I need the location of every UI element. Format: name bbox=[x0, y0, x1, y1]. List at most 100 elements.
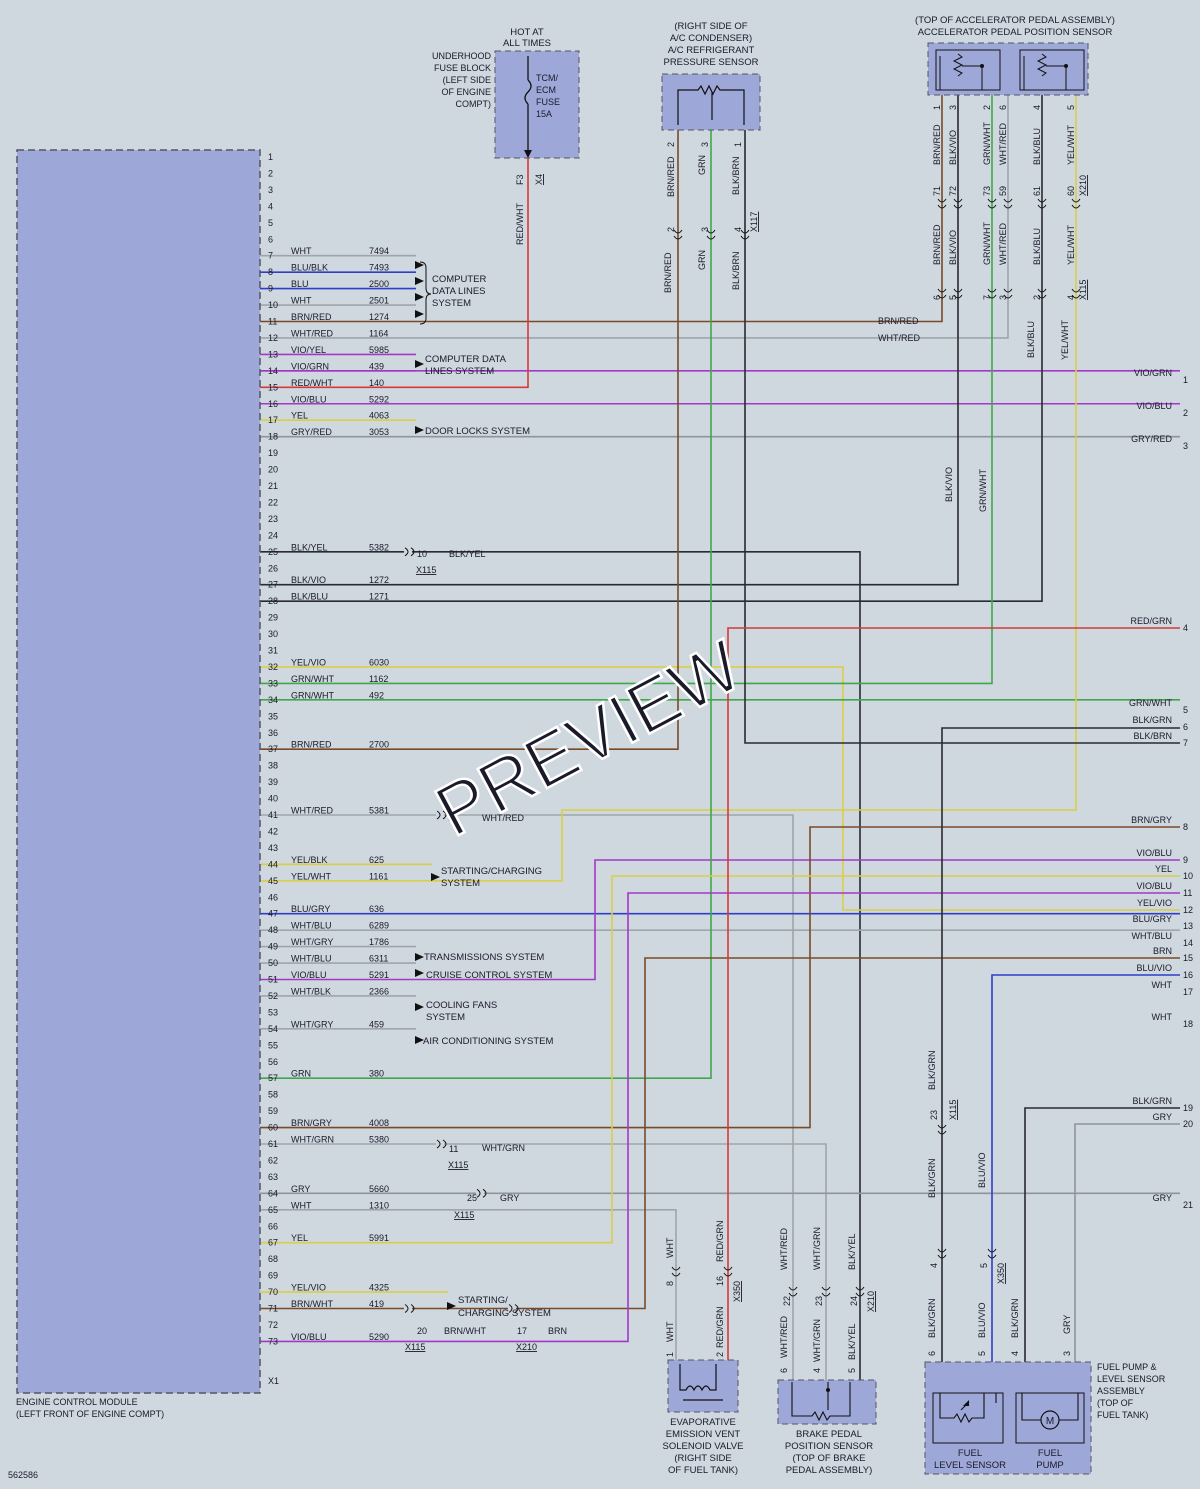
fuel-pin-3: 3 bbox=[1062, 1351, 1072, 1356]
inline-connector-icon bbox=[987, 288, 997, 299]
pin41-wire-right: WHT/RED bbox=[482, 813, 524, 823]
inline-connectors: 10 X115 BLK/YEL 9 WHT/RED 11 X115 WHT/GR… bbox=[405, 316, 1070, 1352]
arrow-icon bbox=[415, 360, 424, 368]
ecm-pin-number: 42 bbox=[268, 826, 278, 836]
arrow-icon bbox=[415, 277, 424, 285]
ecm-pin-number: 65 bbox=[268, 1205, 278, 1215]
right-exit-number: 5 bbox=[1183, 705, 1188, 715]
pedal-blk-vio-label: BLK/VIO bbox=[944, 467, 954, 502]
arrow-icon bbox=[415, 310, 424, 318]
ecm-wire-color: GRN/WHT bbox=[291, 674, 334, 684]
arrow-icon bbox=[524, 150, 532, 158]
ecm-pin-number: 41 bbox=[268, 810, 278, 820]
app-title-1: (TOP OF ACCELERATOR PEDAL ASSEMBLY) bbox=[915, 15, 1115, 26]
ecm-wire-color: YEL bbox=[291, 411, 308, 421]
ecm-pin-number: 71 bbox=[268, 1304, 278, 1314]
ecm-wire-color: WHT/GRY bbox=[291, 1019, 333, 1029]
ecm-pin-number: 59 bbox=[268, 1106, 278, 1116]
fuse-location-1: UNDERHOOD bbox=[432, 51, 492, 61]
ecm-wire-pin-65 bbox=[260, 1209, 677, 1360]
evap-pin-2: 2 bbox=[715, 1352, 725, 1357]
x115-pin-11: 11 bbox=[449, 1144, 458, 1154]
brake-wire-top-3: BLK/YEL bbox=[847, 1233, 857, 1270]
arrow-icon bbox=[447, 1302, 456, 1310]
ecm-circuit-number: 380 bbox=[369, 1069, 384, 1079]
ecm-wire-color: VIO/BLU bbox=[291, 1332, 327, 1342]
inline-connector-icon bbox=[953, 288, 963, 299]
ecm-wire-color: BLK/VIO bbox=[291, 575, 326, 585]
brake-wire-top-1: WHT/RED bbox=[779, 1228, 789, 1270]
brake-pin-6: 6 bbox=[779, 1368, 789, 1373]
app-x115-pin: 7 bbox=[982, 295, 992, 300]
ecm-pin-number: 48 bbox=[268, 925, 278, 935]
ecm-wire-pin-11 bbox=[260, 95, 943, 323]
app-pin: 3 bbox=[948, 105, 958, 110]
ecm-pin-number: 63 bbox=[268, 1172, 278, 1182]
ac-wire-4: BRN/RED bbox=[663, 252, 673, 293]
right-exit-number: 12 bbox=[1183, 905, 1193, 915]
ecm-circuit-number: 6289 bbox=[369, 921, 389, 931]
fuse-wire-label: RED/WHT bbox=[515, 203, 525, 245]
x115-label-64: X115 bbox=[454, 1210, 474, 1220]
ecm-wire-color: WHT/BLU bbox=[291, 954, 332, 964]
arrow-icon bbox=[415, 293, 424, 301]
ecm-wire-color: YEL/BLK bbox=[291, 855, 328, 865]
ecm-pin-number: 72 bbox=[268, 1320, 278, 1330]
app-wire: BLK/BLU bbox=[1032, 128, 1042, 165]
right-exit-number: 6 bbox=[1183, 722, 1188, 732]
fuse-location-2: FUSE BLOCK bbox=[434, 63, 491, 73]
ecm-wire-color: VIO/BLU bbox=[291, 394, 327, 404]
fuse-header-2: ALL TIMES bbox=[503, 38, 551, 49]
inline-connector-icon bbox=[937, 1124, 947, 1135]
ecm-pin-number: 57 bbox=[268, 1073, 278, 1083]
fuse-connector: X4 bbox=[534, 174, 544, 185]
brake-x210-pin-b: 23 bbox=[814, 1296, 824, 1306]
fuel-pin-5: 5 bbox=[977, 1351, 987, 1356]
ecm-pin-number: 45 bbox=[268, 876, 278, 886]
right-exit-number: 19 bbox=[1183, 1103, 1193, 1113]
ecm-wire-pin-27 bbox=[260, 95, 959, 586]
pedal-yel-wht-label: YEL/WHT bbox=[1060, 319, 1070, 360]
right-exit-wire: BLK/GRN bbox=[1132, 1096, 1172, 1106]
ecm-circuit-number: 1310 bbox=[369, 1200, 389, 1210]
right-exit-wire: BLK/BRN bbox=[1133, 731, 1172, 741]
right-exit-number: 17 bbox=[1183, 987, 1193, 997]
inline-connector-icon bbox=[476, 1188, 487, 1198]
fuse-name-3: FUSE bbox=[536, 97, 560, 107]
right-exit-wire: BLU/VIO bbox=[1136, 963, 1172, 973]
ecm-circuit-number: 6311 bbox=[369, 954, 388, 964]
evap-title-3: SOLENOID VALVE bbox=[663, 1441, 744, 1452]
right-exit-layer: VIO/GRN1VIO/BLU2GRY/RED3RED/GRN4GRN/WHT5… bbox=[1129, 368, 1193, 1210]
evap-wire-top-1: WHT bbox=[665, 1237, 675, 1258]
arrow-icon bbox=[415, 1036, 424, 1044]
fuse-location-4: OF ENGINE bbox=[441, 87, 491, 97]
ecm-wire-color: BLU/GRY bbox=[291, 904, 330, 914]
ecm-circuit-number: 3053 bbox=[369, 427, 389, 437]
ecm-pin-number: 2 bbox=[268, 168, 273, 178]
ecm-wire-color: WHT/GRY bbox=[291, 937, 333, 947]
ecm-circuit-number: 1162 bbox=[369, 674, 388, 684]
ac-pressure-sensor: (RIGHT SIDE OF A/C CONDENSER) A/C REFRIG… bbox=[661, 21, 761, 293]
x115-pin-20: 20 bbox=[417, 1326, 427, 1336]
fuel-x350-pin-a: 4 bbox=[929, 1263, 939, 1268]
ecm-circuit-number: 5382 bbox=[369, 542, 389, 552]
fuel-x350-pin-b: 5 bbox=[979, 1263, 989, 1268]
inline-connector-icon bbox=[1071, 288, 1081, 299]
fuel-title-2: LEVEL SENSOR bbox=[1097, 1374, 1166, 1384]
ecm-circuit-number: 459 bbox=[369, 1019, 384, 1029]
ecm-wire-color: YEL/VIO bbox=[291, 1283, 326, 1293]
ecm-circuit-number: 7493 bbox=[369, 263, 389, 273]
fuse-location-5: COMPT) bbox=[456, 99, 492, 109]
pedal-brn-red-label: BRN/RED bbox=[878, 316, 919, 326]
right-exit-wire: GRY/RED bbox=[1131, 434, 1172, 444]
ecm-wire-color: GRN/WHT bbox=[291, 690, 334, 700]
system-transmissions: TRANSMISSIONS SYSTEM bbox=[424, 952, 544, 963]
fuel-x115-label: X115 bbox=[948, 1100, 958, 1120]
ecm-pin-number: 39 bbox=[268, 777, 278, 787]
inline-connector-icon bbox=[1003, 198, 1013, 209]
ecm-circuit-number: 4063 bbox=[369, 411, 389, 421]
ecm-wire-pin-41 bbox=[260, 814, 794, 1390]
app-wire-lower: BLK/BLU bbox=[1032, 228, 1042, 265]
fuel-wire-1: BLK/GRN bbox=[927, 1298, 937, 1338]
system-arrows bbox=[415, 261, 456, 1310]
